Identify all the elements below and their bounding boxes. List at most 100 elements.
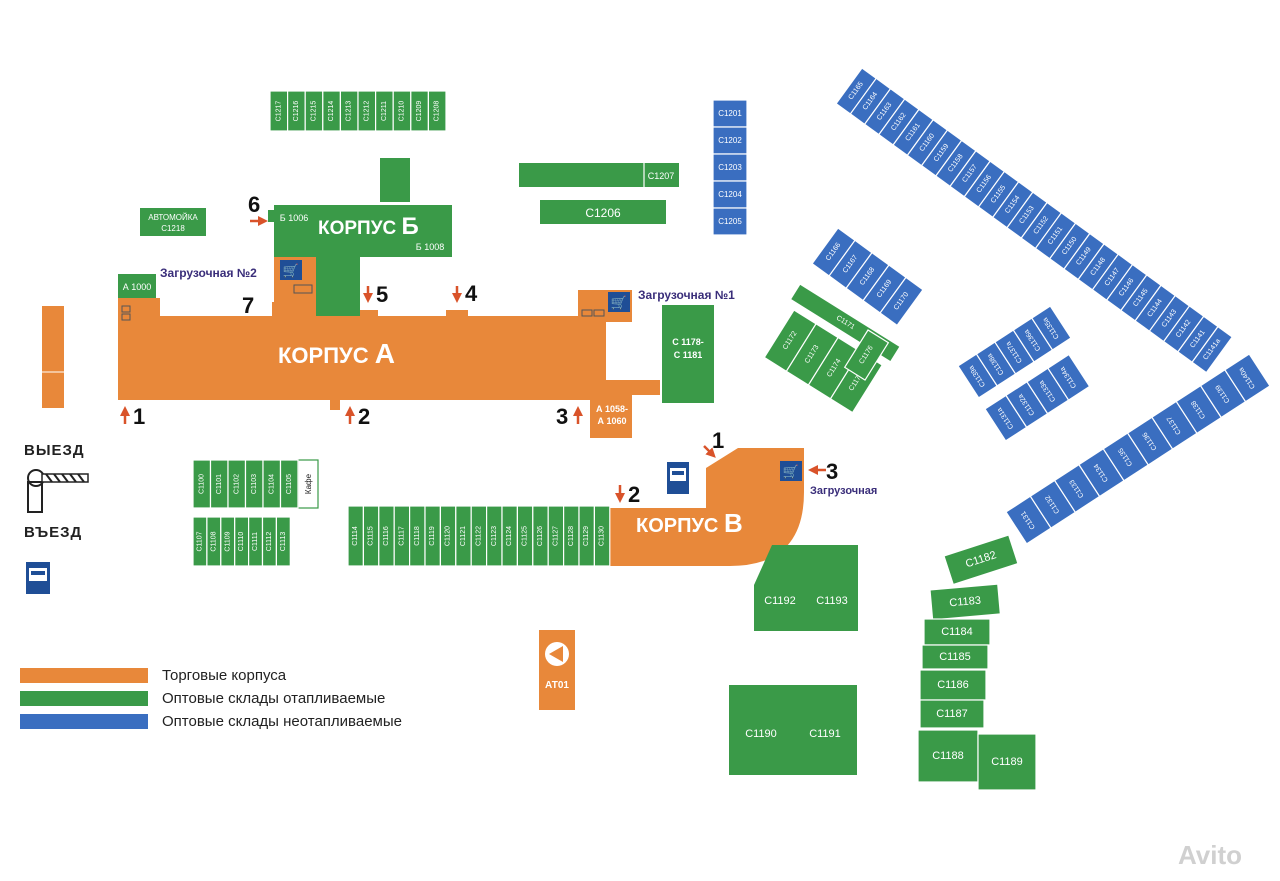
entrance-4-number: 4 [465,281,478,306]
cell-с1189[interactable]: С1189 [977,733,1037,791]
cell-с1184[interactable]: С1184 [923,618,991,646]
arrow-diagonal-icon [703,445,716,458]
building-v-shape[interactable] [610,448,804,566]
cell-a1058-label-1: А 1058- [596,404,628,414]
cell-c1206-label: С1206 [585,206,621,220]
cell-с1134а[interactable] [1047,353,1091,401]
cell-с1185-label: С1185 [939,651,971,663]
cell-с1176[interactable] [843,329,890,381]
entrance-3-number: 3 [556,404,568,429]
cell-с1121-label: С1121 [460,526,467,546]
cell-с1113-label: С1113 [280,532,287,552]
cafe-label: Кафе [304,473,313,494]
cell-с1202[interactable] [712,126,748,155]
cell-с1140а[interactable] [1224,353,1271,403]
cell-b1006-label: Б 1006 [280,213,308,223]
cell-с1105-label: С1105 [286,474,293,494]
building-a-shape[interactable] [118,290,660,438]
building-b[interactable]: Б 1006 Б 1008 КОРПУС Б 🛒 [268,158,452,317]
cell-c1207[interactable] [519,163,679,187]
legend-swatch [20,668,148,683]
cell-a1000-label: А 1000 [123,282,152,292]
cell-с1125-label: С1125 [522,526,529,546]
cell-с1124-label: С1124 [506,526,513,546]
cell-с1101-label: С1101 [216,474,223,494]
cell-с1120-label: С1120 [445,526,452,546]
door-icon [581,309,593,317]
door-icon [121,313,131,321]
cell-с1141а[interactable] [1191,325,1234,374]
cell-с1201-label: С1201 [718,109,742,118]
cell-с1130-label: С1130 [599,526,606,546]
cell-c1191-label: С1191 [809,728,841,740]
cell-с1122-label: С1122 [475,526,482,546]
cell-с1105[interactable] [279,459,299,509]
cell-с1113[interactable] [275,516,291,567]
cell-с1204[interactable] [712,180,748,209]
cell-с1129-label: С1129 [583,526,590,546]
cell-с1117-label: С1117 [398,526,405,546]
cell-с1110-label: С1110 [238,532,245,552]
cell-с1205-label: С1205 [718,217,742,226]
entrance-1-number: 1 [133,404,145,429]
building-b-title: КОРПУС Б [318,213,419,240]
cell-с1184-label: С1184 [941,626,973,638]
cell-a1058-label-2: А 1060 [597,416,626,426]
entrance-v1-number: 1 [712,428,724,453]
cell-с1203[interactable] [712,153,748,182]
cell-с1189-label: С1189 [991,756,1023,768]
building-a[interactable]: А 1000 КОРПУС А А 1058- А 1060 🛒 [118,274,660,438]
cell-с1182[interactable]: С1182 [943,534,1019,586]
cell-с1208[interactable] [427,90,447,132]
cell-с1111-label: С1111 [252,532,259,551]
cell-с1170[interactable] [879,276,924,327]
cell-с1135а[interactable] [1030,305,1072,351]
legend: Торговые корпуса Оптовые склады отаплива… [20,664,402,733]
legend-swatch [20,691,148,706]
cell-с1188[interactable]: С1188 [917,729,979,783]
cell-c1193-label: С1193 [816,595,848,607]
cell-с1213-label: С1213 [346,101,353,122]
cell-с1205[interactable] [712,207,748,236]
cell-c1190-label: С1190 [745,728,777,740]
cell-c1206[interactable] [540,200,666,224]
cell-с1103-label: С1103 [251,474,258,494]
cell-с1118-label: С1118 [414,526,421,546]
cell-с1130[interactable] [593,505,611,567]
building-b-shape[interactable] [274,205,452,257]
door-icon [293,284,313,294]
cell-с1183-label: С1183 [949,595,982,610]
cell-c1191[interactable] [793,685,857,775]
barrier-icon [27,469,89,513]
cell-с1187-label: С1187 [936,708,968,720]
cell-c1207-label: С1207 [648,171,675,181]
row-green-small-right: С1176 [843,329,890,381]
legend-item-unheated: Оптовые склады неотапливаемые [20,710,402,733]
cell-c1193[interactable] [806,545,858,631]
cell-c1178-label-2: С 1181 [674,350,703,360]
carwash[interactable] [140,208,206,236]
entrance-v2-number: 2 [628,482,640,507]
cell-с1186[interactable]: С1186 [919,669,987,701]
building-v[interactable]: КОРПУС В 🛒 [610,448,804,566]
cell-с1185[interactable]: С1185 [921,644,989,670]
trade-strip-left[interactable] [42,306,64,408]
cell-с1114-label: С1114 [352,526,359,546]
cell-c1190[interactable] [729,685,793,775]
door-icon [121,305,131,313]
entrance-v3-number: 3 [826,459,838,484]
cell-с1187[interactable]: С1187 [919,699,985,729]
cell-с1203-label: С1203 [718,163,742,172]
cell-c1178[interactable] [662,305,714,403]
cell-a1000[interactable] [118,274,156,298]
cell-c1192[interactable] [754,545,806,631]
cell-с1183[interactable]: С1183 [929,583,1002,621]
entrance-5-number: 5 [376,282,388,307]
